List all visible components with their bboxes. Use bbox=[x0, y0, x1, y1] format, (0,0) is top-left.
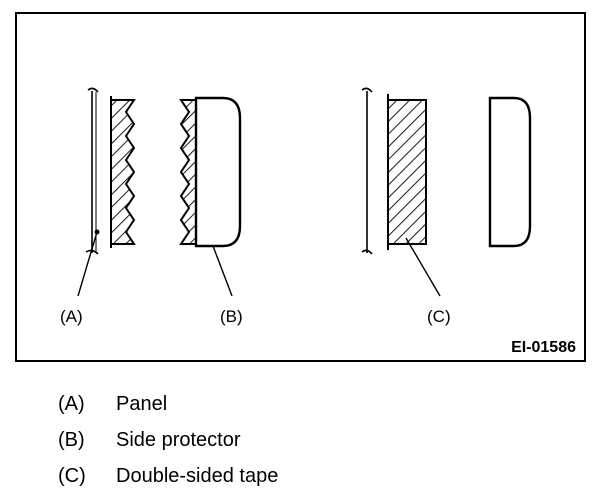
legend-text: Panel bbox=[116, 392, 168, 415]
legend-key: (B) bbox=[58, 428, 85, 451]
legend-text: Double-sided tape bbox=[116, 464, 279, 487]
figure-code: EI-01586 bbox=[511, 339, 576, 356]
figure-frame bbox=[15, 12, 586, 362]
legend-key: (A) bbox=[58, 392, 85, 415]
callout-c: (C) bbox=[427, 307, 451, 326]
side-protector-right bbox=[488, 96, 532, 248]
legend-key: (C) bbox=[58, 464, 86, 487]
side-protector-left bbox=[194, 96, 242, 248]
callout-a: (A) bbox=[60, 307, 83, 326]
leader-line-b bbox=[212, 245, 233, 297]
legend-item-b: (B) Side protector bbox=[58, 422, 278, 458]
callout-b: (B) bbox=[220, 307, 243, 326]
leader-line-c bbox=[405, 237, 441, 297]
legend: (A) Panel (B) Side protector (C) Double-… bbox=[58, 386, 278, 494]
panel-right bbox=[361, 87, 389, 255]
wavy-tape-on-protector bbox=[179, 99, 197, 245]
panel-left bbox=[85, 87, 112, 255]
legend-item-a: (A) Panel bbox=[58, 386, 278, 422]
cross-section-diagram: (A) (B) (C) EI-01586 bbox=[15, 12, 586, 362]
leader-line-a bbox=[77, 231, 98, 297]
legend-text: Side protector bbox=[116, 428, 241, 451]
double-sided-tape bbox=[387, 99, 427, 245]
legend-item-c: (C) Double-sided tape bbox=[58, 458, 278, 494]
wavy-tape-on-panel bbox=[110, 99, 136, 245]
